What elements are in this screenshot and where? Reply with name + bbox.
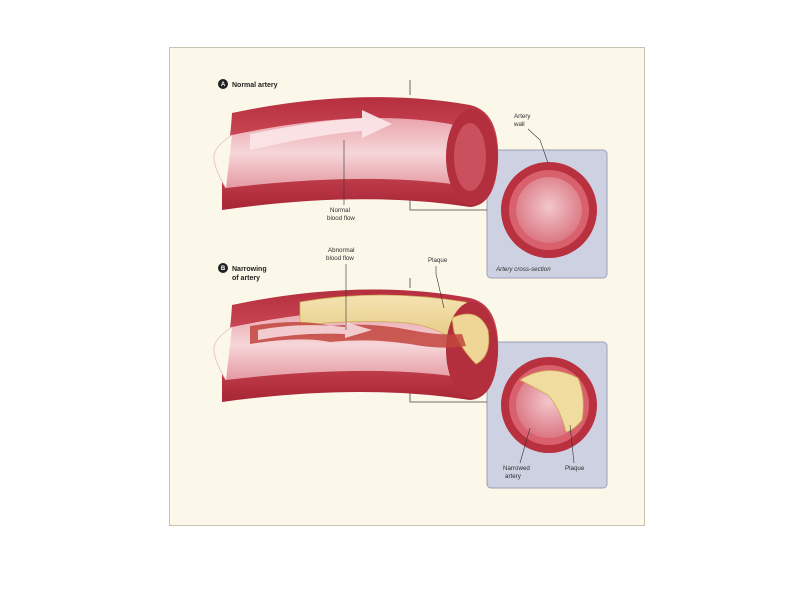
normal-flow-arrow <box>250 110 392 150</box>
badge-a <box>218 79 228 89</box>
cross-section-lumen <box>516 177 582 243</box>
artery-open-end-a <box>213 134 233 189</box>
normal-cross-section <box>501 162 597 258</box>
plaque-label-top: Plaque <box>428 257 448 264</box>
narrowed-artery-label-1: Narrowed <box>503 465 530 472</box>
artery-wall-leader <box>527 128 549 164</box>
artery-wall-label-1: Artery <box>514 113 531 120</box>
narrowing-title-1: Narrowing <box>232 266 267 273</box>
cross-section-caption: Artery cross-section <box>495 266 551 273</box>
artery-open-end-b <box>213 326 233 381</box>
normal-flow-label-2: blood flow <box>327 215 355 222</box>
plaque-label-inset: Plaque <box>565 465 585 472</box>
narrowed-artery-label-2: artery <box>505 473 522 480</box>
badge-b <box>218 263 228 273</box>
narrowing-title-2: of artery <box>232 275 260 282</box>
narrowed-cs-plaque <box>519 370 584 433</box>
normal-artery-title: Normal artery <box>232 82 278 89</box>
plaque-inset-leader <box>569 424 575 464</box>
abnormal-flow-arrow <box>258 322 372 340</box>
normal-artery-end-lumen <box>454 123 486 191</box>
narrowed-cross-section <box>501 357 597 453</box>
abnormal-flow-label-2: blood flow <box>326 255 354 262</box>
badge-a-letter: A <box>221 82 226 88</box>
narrowed-artery-leader <box>519 427 531 464</box>
artery-wall-label-2: wall <box>513 121 525 128</box>
plaque-top-leader <box>435 266 445 309</box>
normal-flow-label-1: Normal <box>330 207 350 214</box>
badge-b-letter: B <box>221 266 226 272</box>
abnormal-flow-label-1: Abnormal <box>328 247 354 254</box>
